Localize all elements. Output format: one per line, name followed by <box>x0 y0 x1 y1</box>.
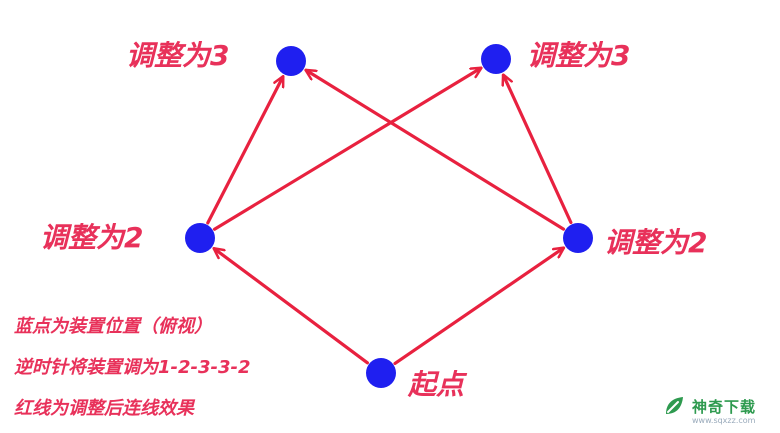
arrow-mid-left-to-top-left <box>206 77 283 225</box>
node-label-top-right: 调整为3 <box>527 39 631 72</box>
arrow-start-to-mid-left <box>214 249 369 365</box>
node-label-top-left: 调整为3 <box>126 39 230 72</box>
node-label-mid-left: 调整为2 <box>40 221 144 254</box>
legend-line-1: 蓝点为装置位置（俯视） <box>14 316 212 337</box>
node-top-left <box>276 46 306 76</box>
node-mid-left <box>185 223 215 253</box>
watermark: 神奇下载 <box>662 392 756 420</box>
node-label-mid-right: 调整为2 <box>604 226 708 259</box>
arrow-mid-right-to-top-right <box>504 75 573 225</box>
legend-line-3: 红线为调整后连线效果 <box>14 398 194 419</box>
arrow-start-to-mid-right <box>393 248 563 365</box>
node-mid-right <box>563 223 593 253</box>
arrow-mid-right-to-top-left <box>306 70 566 231</box>
node-start <box>366 358 396 388</box>
watermark-subtext: www.sqxzz.com <box>692 416 756 425</box>
node-top-right <box>481 44 511 74</box>
legend-line-2: 逆时针将装置调为1-2-3-3-2 <box>14 357 251 378</box>
leaf-logo-icon <box>666 397 683 414</box>
watermark-text: 神奇下载 <box>692 397 757 416</box>
arrow-mid-left-to-top-right <box>212 68 481 231</box>
node-label-start: 起点 <box>408 368 465 401</box>
